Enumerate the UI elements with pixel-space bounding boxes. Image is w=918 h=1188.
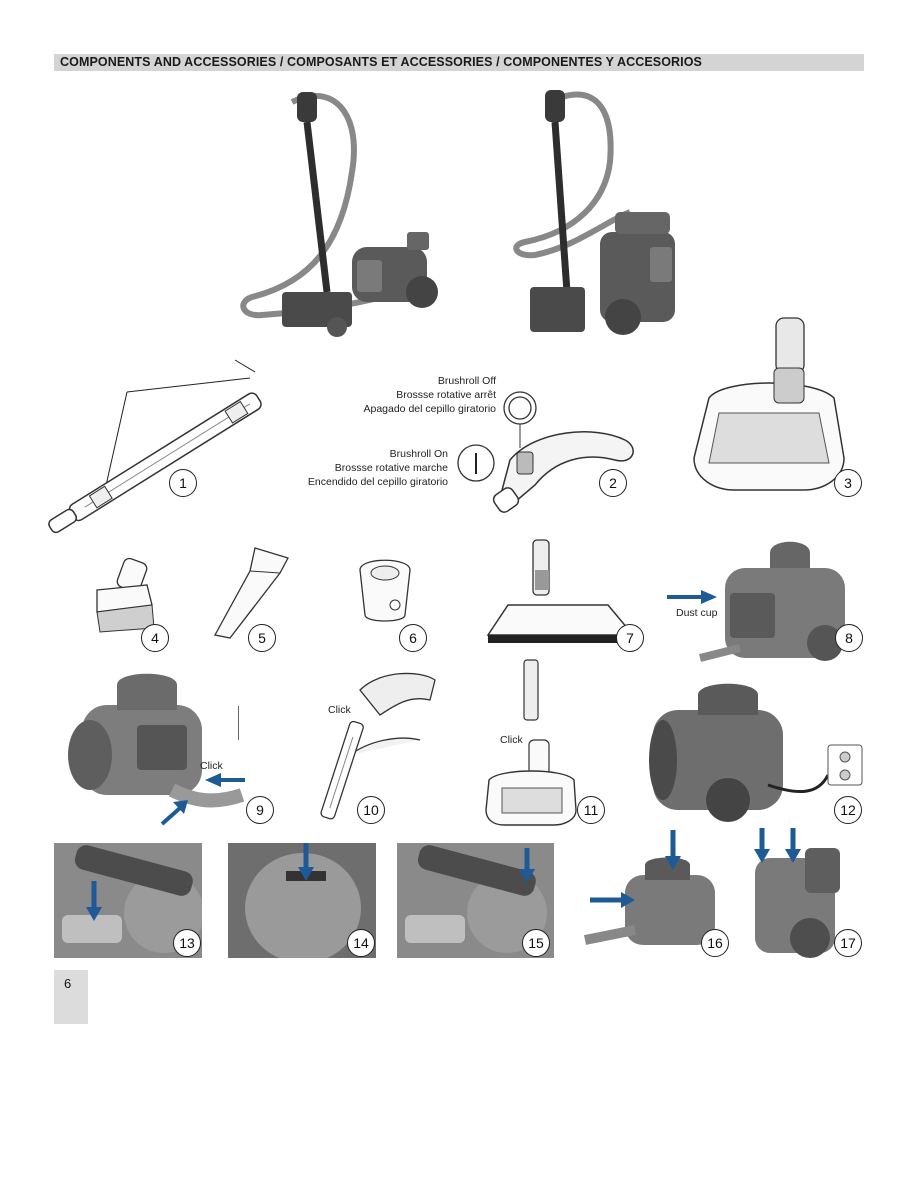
page-number-tab: 6 <box>54 970 88 1024</box>
figure-number-4: 4 <box>141 624 169 652</box>
figure-number-3: 3 <box>834 469 862 497</box>
figure-number-17: 17 <box>834 929 862 957</box>
page-number: 6 <box>64 976 72 991</box>
vacuum-illustration-standing <box>513 90 675 335</box>
dust-cup-arrow <box>667 590 717 604</box>
canister-plug-illustration <box>649 683 863 822</box>
power-nozzle-illustration <box>693 317 845 491</box>
figure-number-7: 7 <box>616 624 644 652</box>
figure-number-14: 14 <box>347 929 375 957</box>
figure-number-6: 6 <box>399 624 427 652</box>
section-header: COMPONENTS AND ACCESSORIES / COMPOSANTS … <box>54 54 864 71</box>
figure-number-5: 5 <box>248 624 276 652</box>
handle-wand-assembly-illustration <box>320 672 436 820</box>
figure-number-11: 11 <box>577 796 605 824</box>
photo-step-17 <box>754 828 840 958</box>
wand-nozzle-assembly-illustration <box>485 659 577 826</box>
dust-cup-label: Dust cup <box>676 607 718 619</box>
click-label-11: Click <box>500 734 523 746</box>
figure-number-12: 12 <box>834 796 862 824</box>
brushroll-on-es: Encendido del cepillo giratorio <box>307 476 448 488</box>
figure-number-2: 2 <box>599 469 627 497</box>
accessory-holder-illustration <box>359 559 411 622</box>
handle-illustration <box>457 391 634 513</box>
click-label-9: Click <box>200 760 223 772</box>
figure-number-16: 16 <box>701 929 729 957</box>
photo-step-16 <box>584 830 715 945</box>
brushroll-on-fr: Brossse rotative marche <box>334 462 448 474</box>
vacuum-illustration-upright <box>240 92 438 337</box>
figure-number-15: 15 <box>522 929 550 957</box>
figure-number-1: 1 <box>169 469 197 497</box>
figure-number-13: 13 <box>173 929 201 957</box>
click-arrow-left <box>205 773 245 787</box>
figure-number-10: 10 <box>357 796 385 824</box>
click-arrow-diagonal <box>160 800 188 826</box>
hose-connection-illustration <box>68 673 245 808</box>
brushroll-off-es: Apagado del cepillo giratorio <box>363 403 496 415</box>
brushroll-off-fr: Brossse rotative arrêt <box>396 389 496 401</box>
click-label-10: Click <box>328 704 351 716</box>
divider-line <box>238 706 239 740</box>
section-title: COMPONENTS AND ACCESSORIES / COMPOSANTS … <box>60 55 702 69</box>
brushroll-on-en: Brushroll On <box>389 448 448 460</box>
brushroll-off-en: Brushroll Off <box>437 375 496 387</box>
figure-number-9: 9 <box>246 796 274 824</box>
wand-illustration <box>48 359 262 534</box>
crevice-tool-illustration <box>214 547 289 639</box>
figure-number-8: 8 <box>835 624 863 652</box>
floor-nozzle-illustration <box>486 539 635 643</box>
dusting-brush-illustration <box>96 557 155 633</box>
canister-dust-cup-illustration <box>699 541 845 662</box>
